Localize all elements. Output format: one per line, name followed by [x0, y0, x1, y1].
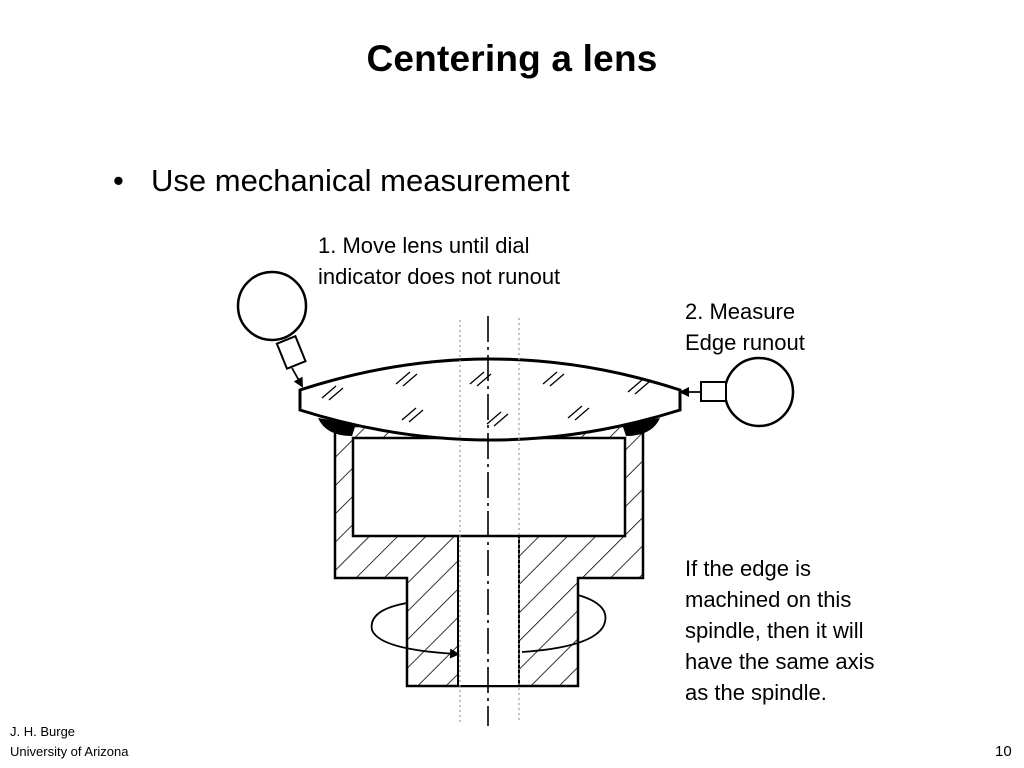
rotation-arc-front: [521, 594, 607, 653]
callout-step-1: 1. Move lens until dial indicator does n…: [318, 230, 560, 292]
dial-indicator-top-icon: [236, 270, 308, 342]
footer-affiliation: University of Arizona: [10, 744, 129, 759]
rotation-arc-back: [370, 602, 460, 659]
bullet-point-icon: •: [113, 163, 124, 198]
callout-line: have the same axis: [685, 649, 875, 674]
bullet-item: • Use mechanical measurement: [113, 163, 570, 199]
callout-step-2: 2. Measure Edge runout: [685, 296, 805, 358]
callout-line: If the edge is: [685, 556, 811, 581]
callout-line: indicator does not runout: [318, 264, 561, 289]
page-number: 10: [995, 743, 1012, 760]
callout-line: 2. Measure: [685, 299, 796, 324]
callout-line: 1. Move lens until dial: [318, 233, 530, 258]
bullet-text: Use mechanical measurement: [151, 163, 570, 198]
callout-line: as the spindle.: [685, 680, 827, 705]
dial-indicator-side-stem: [700, 381, 727, 402]
slide-title: Centering a lens: [366, 38, 658, 79]
dial-indicator-top-probe: [291, 367, 303, 388]
callout-line: machined on this: [685, 587, 852, 612]
callout-line: spindle, then it will: [685, 618, 864, 643]
lens-seat-cavity: [351, 436, 627, 538]
dial-indicator-side-icon: [723, 356, 795, 428]
lens: [298, 357, 682, 442]
callout-note: If the edge is machined on this spindle,…: [685, 553, 875, 708]
callout-line: Edge runout: [685, 330, 805, 355]
dial-indicator-top-stem: [275, 334, 307, 371]
footer-author: J. H. Burge: [10, 724, 76, 739]
